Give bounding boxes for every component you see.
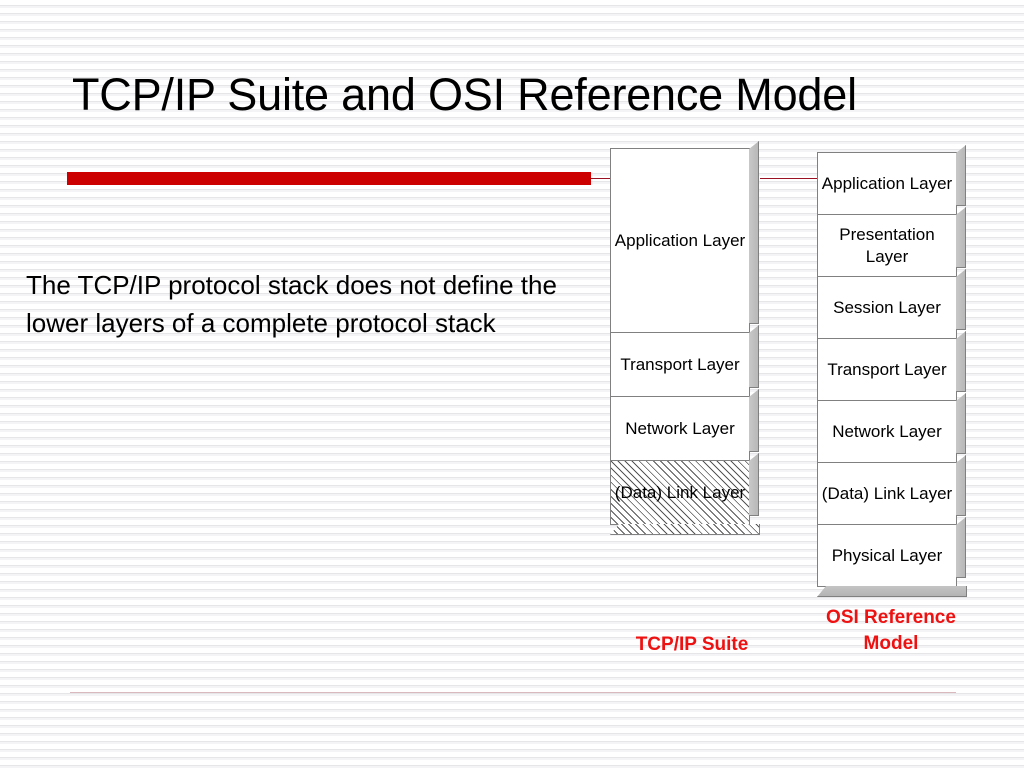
osi-layer-transport: Transport Layer [817,338,957,401]
tcpip-layer-transport-label: Transport Layer [620,354,740,374]
osi-layer-presentation-label: Presentation Layer [839,224,935,266]
osi-stack-caption: OSI Reference Model [826,607,956,654]
osi-reference-model-stack: Application Layer Presentation Layer Ses… [817,152,969,587]
osi-layer-data-link-label: (Data) Link Layer [821,483,953,503]
tcpip-stack-caption: TCP/IP Suite [635,634,749,655]
osi-layer-application-label: Application Layer [821,173,953,193]
page-title: TCP/IP Suite and OSI Reference Model [72,69,857,121]
osi-layer-presentation: Presentation Layer [817,214,957,277]
osi-layer-session: Session Layer [817,276,957,339]
osi-layer-transport-label: Transport Layer [827,359,947,379]
tcpip-layer-data-link-label: (Data) Link Layer [614,482,746,502]
osi-layer-physical-label: Physical Layer [831,545,943,565]
osi-layer-physical: Physical Layer [817,524,957,587]
connector-line-middle [760,178,818,179]
body-text: The TCP/IP protocol stack does not defin… [26,270,557,338]
tcpip-layer-transport: Transport Layer [610,332,750,397]
osi-layer-network-label: Network Layer [832,421,942,441]
osi-layer-data-link: (Data) Link Layer [817,462,957,525]
osi-layer-network: Network Layer [817,400,957,463]
tcpip-layer-network-label: Network Layer [625,418,735,438]
tcpip-suite-stack: Application Layer Transport Layer Networ… [610,148,762,525]
footer-rule [70,692,956,693]
osi-layer-application: Application Layer [817,152,957,215]
connector-line-left [591,178,611,179]
tcpip-layer-application-label: Application Layer [614,230,746,250]
tcpip-layer-network: Network Layer [610,396,750,461]
tcpip-layer-data-link: (Data) Link Layer [610,460,750,525]
osi-layer-session-label: Session Layer [833,297,941,317]
tcpip-layer-application: Application Layer [610,148,750,333]
title-accent-bar [67,172,591,185]
